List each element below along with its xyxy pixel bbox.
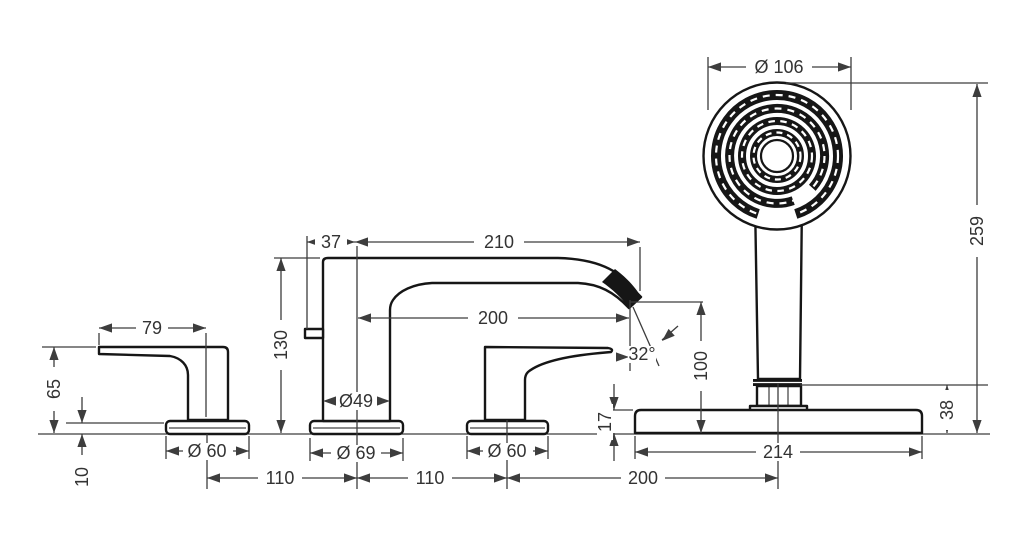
shower-head [702, 81, 852, 231]
dim-spray-angle: 32° [628, 344, 655, 364]
dim-spacing-spout-handle: 110 [416, 468, 445, 488]
dim-outlet-height: 100 [691, 351, 711, 381]
dim-right-handle-base: Ø 60 [487, 441, 526, 461]
spray-angle-annotation: 32° [616, 306, 679, 367]
dim-shower-base-width: 214 [763, 442, 793, 462]
shower-head-center [759, 138, 795, 174]
dim-left-handle-base: Ø 60 [187, 441, 226, 461]
dim-head-diameter: Ø 106 [754, 57, 803, 77]
dimension-labels: Ø 106 259 37 210 130 200 100 79 65 10 Ø … [44, 57, 987, 499]
left-handle [97, 345, 251, 436]
right-handle-lever [483, 345, 614, 422]
dim-deck-thickness: 10 [72, 467, 92, 487]
dim-spout-back-offset: 37 [321, 232, 341, 252]
dim-shower-base-height: 38 [937, 400, 957, 420]
connector-nut [755, 384, 803, 408]
spout-outlet-tip [602, 269, 641, 308]
right-handle [465, 345, 614, 436]
dim-spacing-handle-shower: 200 [628, 468, 658, 488]
dim-shower-base-thickness: 17 [595, 412, 615, 432]
diverter-tab [303, 327, 325, 340]
dim-overall-height: 259 [967, 216, 987, 246]
left-handle-lever [97, 345, 230, 422]
dim-spout-reach: 200 [478, 308, 508, 328]
dim-spout-height: 130 [271, 330, 291, 360]
dim-spout-shaft: Ø49 [339, 391, 373, 411]
hand-shower [633, 81, 924, 435]
dim-spout-top-length: 210 [484, 232, 514, 252]
dim-spacing-handle-spout: 110 [266, 468, 295, 488]
dim-handle-lever-length: 79 [142, 318, 162, 338]
dim-handle-height: 65 [44, 379, 64, 399]
dim-spout-base: Ø 69 [336, 443, 375, 463]
